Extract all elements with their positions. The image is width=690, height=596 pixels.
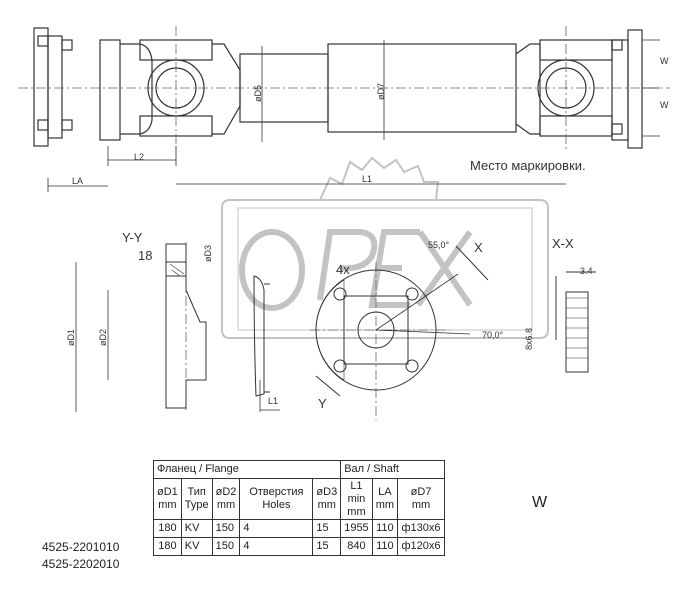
- label-section-yy: Y-Y: [122, 230, 143, 245]
- label-4x: 4x: [336, 262, 350, 277]
- label-d5: øD5: [253, 84, 263, 102]
- label-w-upper: W: [660, 56, 669, 66]
- label-l2: L2: [134, 152, 145, 162]
- label-8x6-8: 8x6.8: [524, 327, 534, 350]
- w-column-label: W: [532, 494, 548, 511]
- flange-section: [165, 243, 270, 409]
- label-d2: øD2: [98, 328, 108, 346]
- label-section-xx: X-X: [552, 236, 574, 251]
- label-w-lower: W: [660, 100, 669, 110]
- dimension-lines: [47, 39, 660, 412]
- label-3-4: 3.4: [580, 266, 593, 276]
- label-18: 18: [138, 248, 153, 263]
- watermark-logo: [221, 156, 549, 339]
- xx-section: [555, 271, 596, 373]
- flange-front-view: [315, 245, 489, 397]
- part-number: 4525-2202010: [42, 557, 120, 571]
- part-number: 4525-2201010: [42, 540, 120, 554]
- label-la: LA: [72, 176, 84, 186]
- table-row: 180 KV 150 4 15 1955 110 ф130x6: [153, 519, 446, 538]
- label-l1-section: L1: [268, 396, 279, 406]
- marking-location-note: Место маркировки.: [470, 158, 586, 173]
- technical-drawing: [18, 26, 670, 420]
- header-shaft-group: Вал / Shaft: [340, 460, 446, 479]
- label-angle-70: 70,0°: [482, 330, 504, 340]
- label-x-marker: X: [474, 240, 483, 255]
- header-flange-group: Фланец / Flange: [152, 460, 342, 479]
- label-d1: øD1: [66, 328, 76, 346]
- label-d3: øD3: [203, 244, 213, 262]
- table-row: 180 KV 150 4 15 840 110 ф120x6: [153, 537, 446, 556]
- label-y-marker: Y: [318, 396, 327, 411]
- label-l1: L1: [362, 174, 373, 184]
- label-angle-55: 55,0°: [428, 240, 450, 250]
- label-d7: øD7: [376, 82, 386, 100]
